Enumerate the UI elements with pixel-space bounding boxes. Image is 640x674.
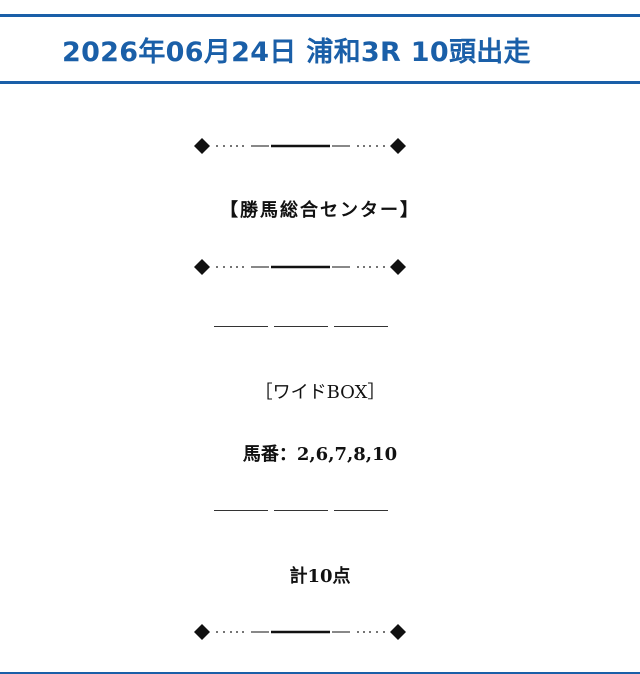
rule-segment (214, 510, 268, 511)
ornament-divider-middle (193, 258, 409, 276)
bottom-border (0, 672, 640, 674)
horse-numbers: 馬番：2,6,7,8,10 (242, 444, 398, 465)
rule-segment (274, 326, 328, 327)
source-title: 【勝馬総合センター】 (220, 200, 420, 221)
ornament-divider-top (193, 137, 409, 155)
page-title: 2026年06月24日 浦和3R 10頭出走 (62, 36, 531, 68)
ornament-divider-bottom (193, 623, 409, 641)
rule-segment (274, 510, 328, 511)
rule-segment (214, 326, 268, 327)
rule-divider-1 (214, 326, 388, 328)
rule-divider-2 (214, 510, 388, 512)
total-points: 計10点 (289, 566, 351, 587)
rule-segment (334, 326, 388, 327)
rule-segment (334, 510, 388, 511)
bet-type: ［ワイドBOX］ (254, 382, 386, 403)
page-header: 2026年06月24日 浦和3R 10頭出走 (0, 14, 640, 84)
